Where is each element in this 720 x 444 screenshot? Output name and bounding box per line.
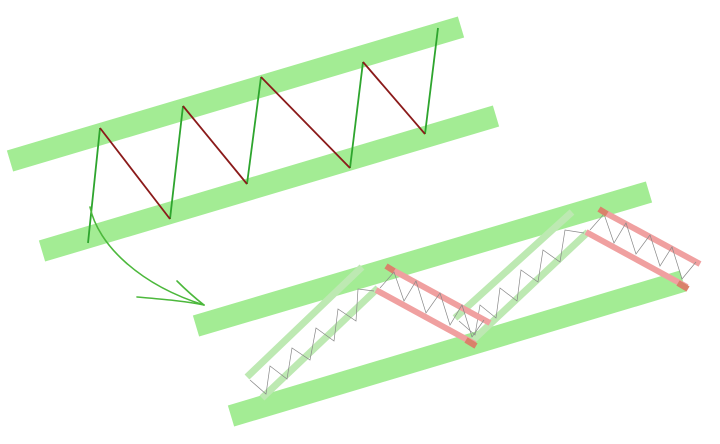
green-truss-2-outer xyxy=(452,209,575,321)
top-figure-verticals xyxy=(87,27,439,244)
inclined-truss-pink-1 xyxy=(374,263,492,349)
pink-truss-2-cap-bottom xyxy=(676,280,690,292)
green-truss-1-outer xyxy=(244,264,365,380)
pink-truss-1-cap-top xyxy=(384,263,396,274)
green-truss-2-inner xyxy=(469,229,591,344)
top-diagonal-3 xyxy=(260,76,351,169)
arrow-head-upper xyxy=(176,280,205,306)
inclined-truss-green-2 xyxy=(452,209,591,344)
pink-truss-1-zigzag xyxy=(379,271,485,338)
pink-truss-2-zigzag xyxy=(589,213,697,280)
top-vertical-2 xyxy=(169,105,184,220)
pink-truss-1-upper xyxy=(387,265,492,326)
top-figure xyxy=(6,16,500,262)
inclined-truss-pink-2 xyxy=(584,206,702,292)
pink-truss-2-cap-top xyxy=(597,206,609,217)
green-truss-2-zigzag xyxy=(458,229,585,336)
top-diagonal-1 xyxy=(99,127,171,220)
bottom-figure-bottom-chord xyxy=(227,270,687,427)
green-truss-1-inner xyxy=(259,285,381,401)
top-figure-top-chord xyxy=(6,16,465,172)
arrow-head-lower xyxy=(136,296,205,306)
inclined-truss-green-1 xyxy=(244,264,381,401)
top-figure-bottom-chord xyxy=(38,105,500,262)
top-diagonal-4 xyxy=(362,61,426,135)
top-vertical-5 xyxy=(424,27,439,135)
arrow-curve xyxy=(89,206,205,306)
bottom-figure xyxy=(192,181,702,427)
pink-truss-2-lower xyxy=(584,229,689,290)
green-truss-1-zigzag xyxy=(249,288,375,395)
pink-truss-1-lower xyxy=(374,287,477,347)
top-vertical-4 xyxy=(349,61,364,169)
top-vertical-3 xyxy=(246,76,262,185)
pink-truss-1-cap-bottom xyxy=(464,337,478,349)
top-figure-diagonals xyxy=(99,61,426,220)
top-vertical-1 xyxy=(87,127,101,244)
top-diagonal-2 xyxy=(182,105,248,185)
transform-arrow xyxy=(89,206,205,306)
